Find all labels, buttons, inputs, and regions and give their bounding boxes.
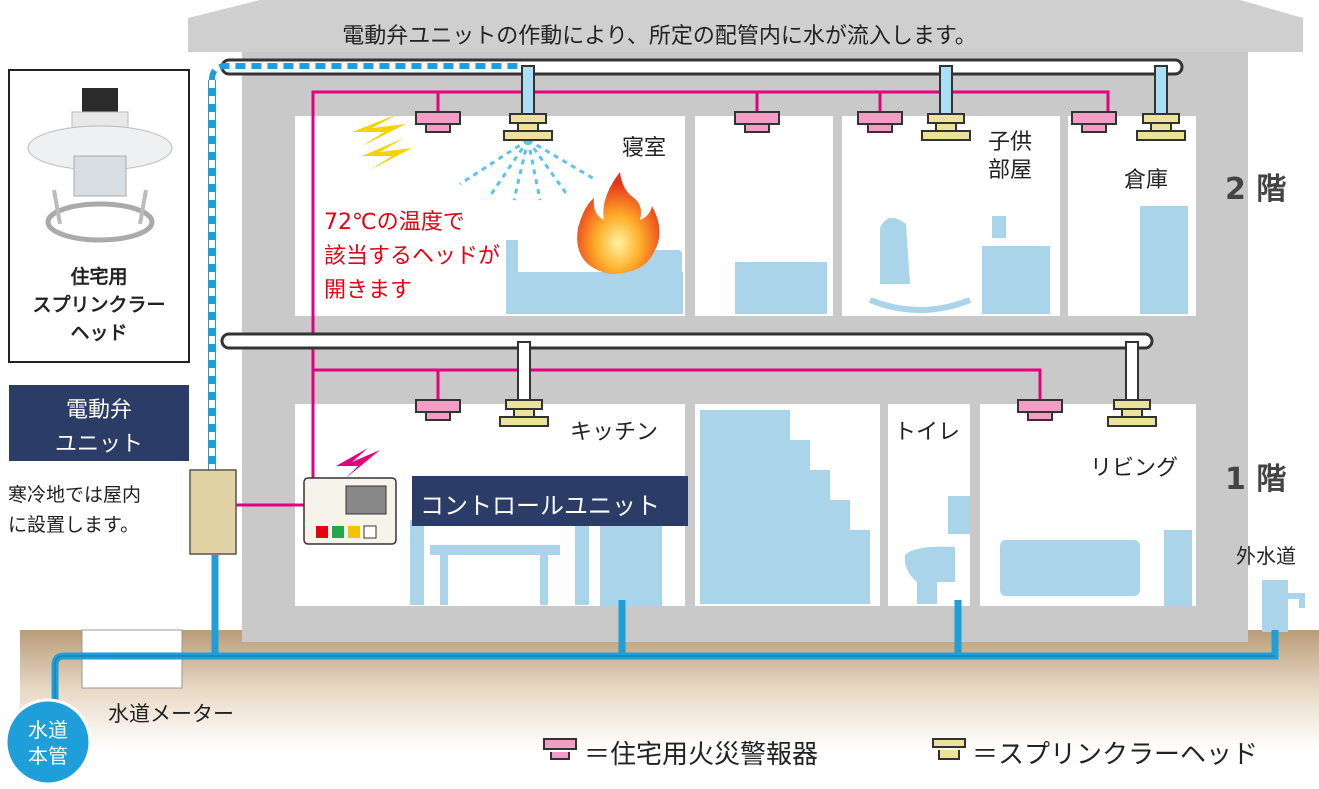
roof <box>188 0 1303 52</box>
ground <box>20 630 1319 750</box>
control-unit-label: コントロールユニット <box>420 492 660 520</box>
head-caption-3: ヘッド <box>70 322 128 344</box>
fire-alarm-icon <box>1071 111 1117 133</box>
control-unit-device <box>303 477 397 545</box>
legend-alarm-swatch <box>543 738 577 750</box>
sprinkler-head-icon <box>503 113 553 141</box>
control-alert-icon <box>336 448 380 478</box>
room-label-kitchen: キッチン <box>570 420 659 445</box>
legend-sprinkler-swatch <box>932 738 966 748</box>
valve-unit-box <box>189 469 237 555</box>
sprinkler-piping <box>208 58 1184 475</box>
furniture <box>410 206 1192 606</box>
fire-note-1: 72℃の温度で <box>324 210 465 235</box>
valve-label-2: ユニット <box>54 432 143 457</box>
room-label-living: リビング <box>1090 456 1179 481</box>
outdoor-tap-label: 外水道 <box>1236 544 1296 568</box>
fire-alarm-icon <box>857 111 903 133</box>
room-label-storage: 倉庫 <box>1124 168 1169 193</box>
fire-note-2: 該当するヘッドが <box>324 244 501 269</box>
water-spray <box>459 138 597 201</box>
floor-label-2f: 2 階 <box>1225 172 1287 207</box>
room-label-kids-2: 部屋 <box>988 158 1033 183</box>
fire-alarm-icon <box>734 111 780 133</box>
banner-text: 電動弁ユニットの作動により、所定の配管内に水が流入します。 <box>342 24 977 49</box>
main-pipe-label-1: 水道 <box>28 718 68 742</box>
sprinkler-head-icon <box>921 113 971 141</box>
main-pipe-label-2: 本管 <box>28 744 68 768</box>
fire-alarm-icon <box>415 399 461 421</box>
head-caption-1: 住宅用 <box>70 266 128 288</box>
legend-sprinkler-swatch-base <box>938 750 960 760</box>
sprinkler-head-photo <box>27 88 173 243</box>
head-caption-2: スプリンクラー <box>32 294 166 316</box>
fire-note-3: 開きます <box>324 278 413 303</box>
meter-label: 水道メーター <box>108 702 234 726</box>
legend-alarm-swatch-base <box>550 752 570 760</box>
legend-sprinkler-label: ＝スプリンクラーヘッド <box>972 740 1259 770</box>
outdoor-tap <box>1262 580 1305 632</box>
water-supply-line <box>51 555 1279 730</box>
room-label-bedroom: 寝室 <box>622 136 667 161</box>
sprinkler-head-icon <box>1107 399 1157 427</box>
alarm-wiring <box>236 90 1110 507</box>
valve-note-2: に設置します。 <box>8 514 140 536</box>
floor-label-1f: 1 階 <box>1225 462 1287 497</box>
fire-icon <box>577 172 660 274</box>
room-label-toilet: トイレ <box>894 420 961 445</box>
valve-label-1: 電動弁 <box>65 398 132 423</box>
fire-alarm-icon <box>1017 399 1063 421</box>
alarm-sound-icon <box>352 114 412 170</box>
valve-note-1: 寒冷地では屋内 <box>8 484 142 506</box>
main-pipe-circle <box>4 698 92 786</box>
sprinkler-head-icon <box>1136 113 1186 141</box>
legend-alarm-label: ＝住宅用火災警報器 <box>584 740 819 770</box>
room-label-kids-1: 子供 <box>988 130 1033 155</box>
control-unit-label-box <box>412 476 688 526</box>
fire-alarm-icon <box>415 111 461 133</box>
valve-label-box <box>9 385 189 461</box>
sprinkler-head-icon <box>499 399 549 427</box>
